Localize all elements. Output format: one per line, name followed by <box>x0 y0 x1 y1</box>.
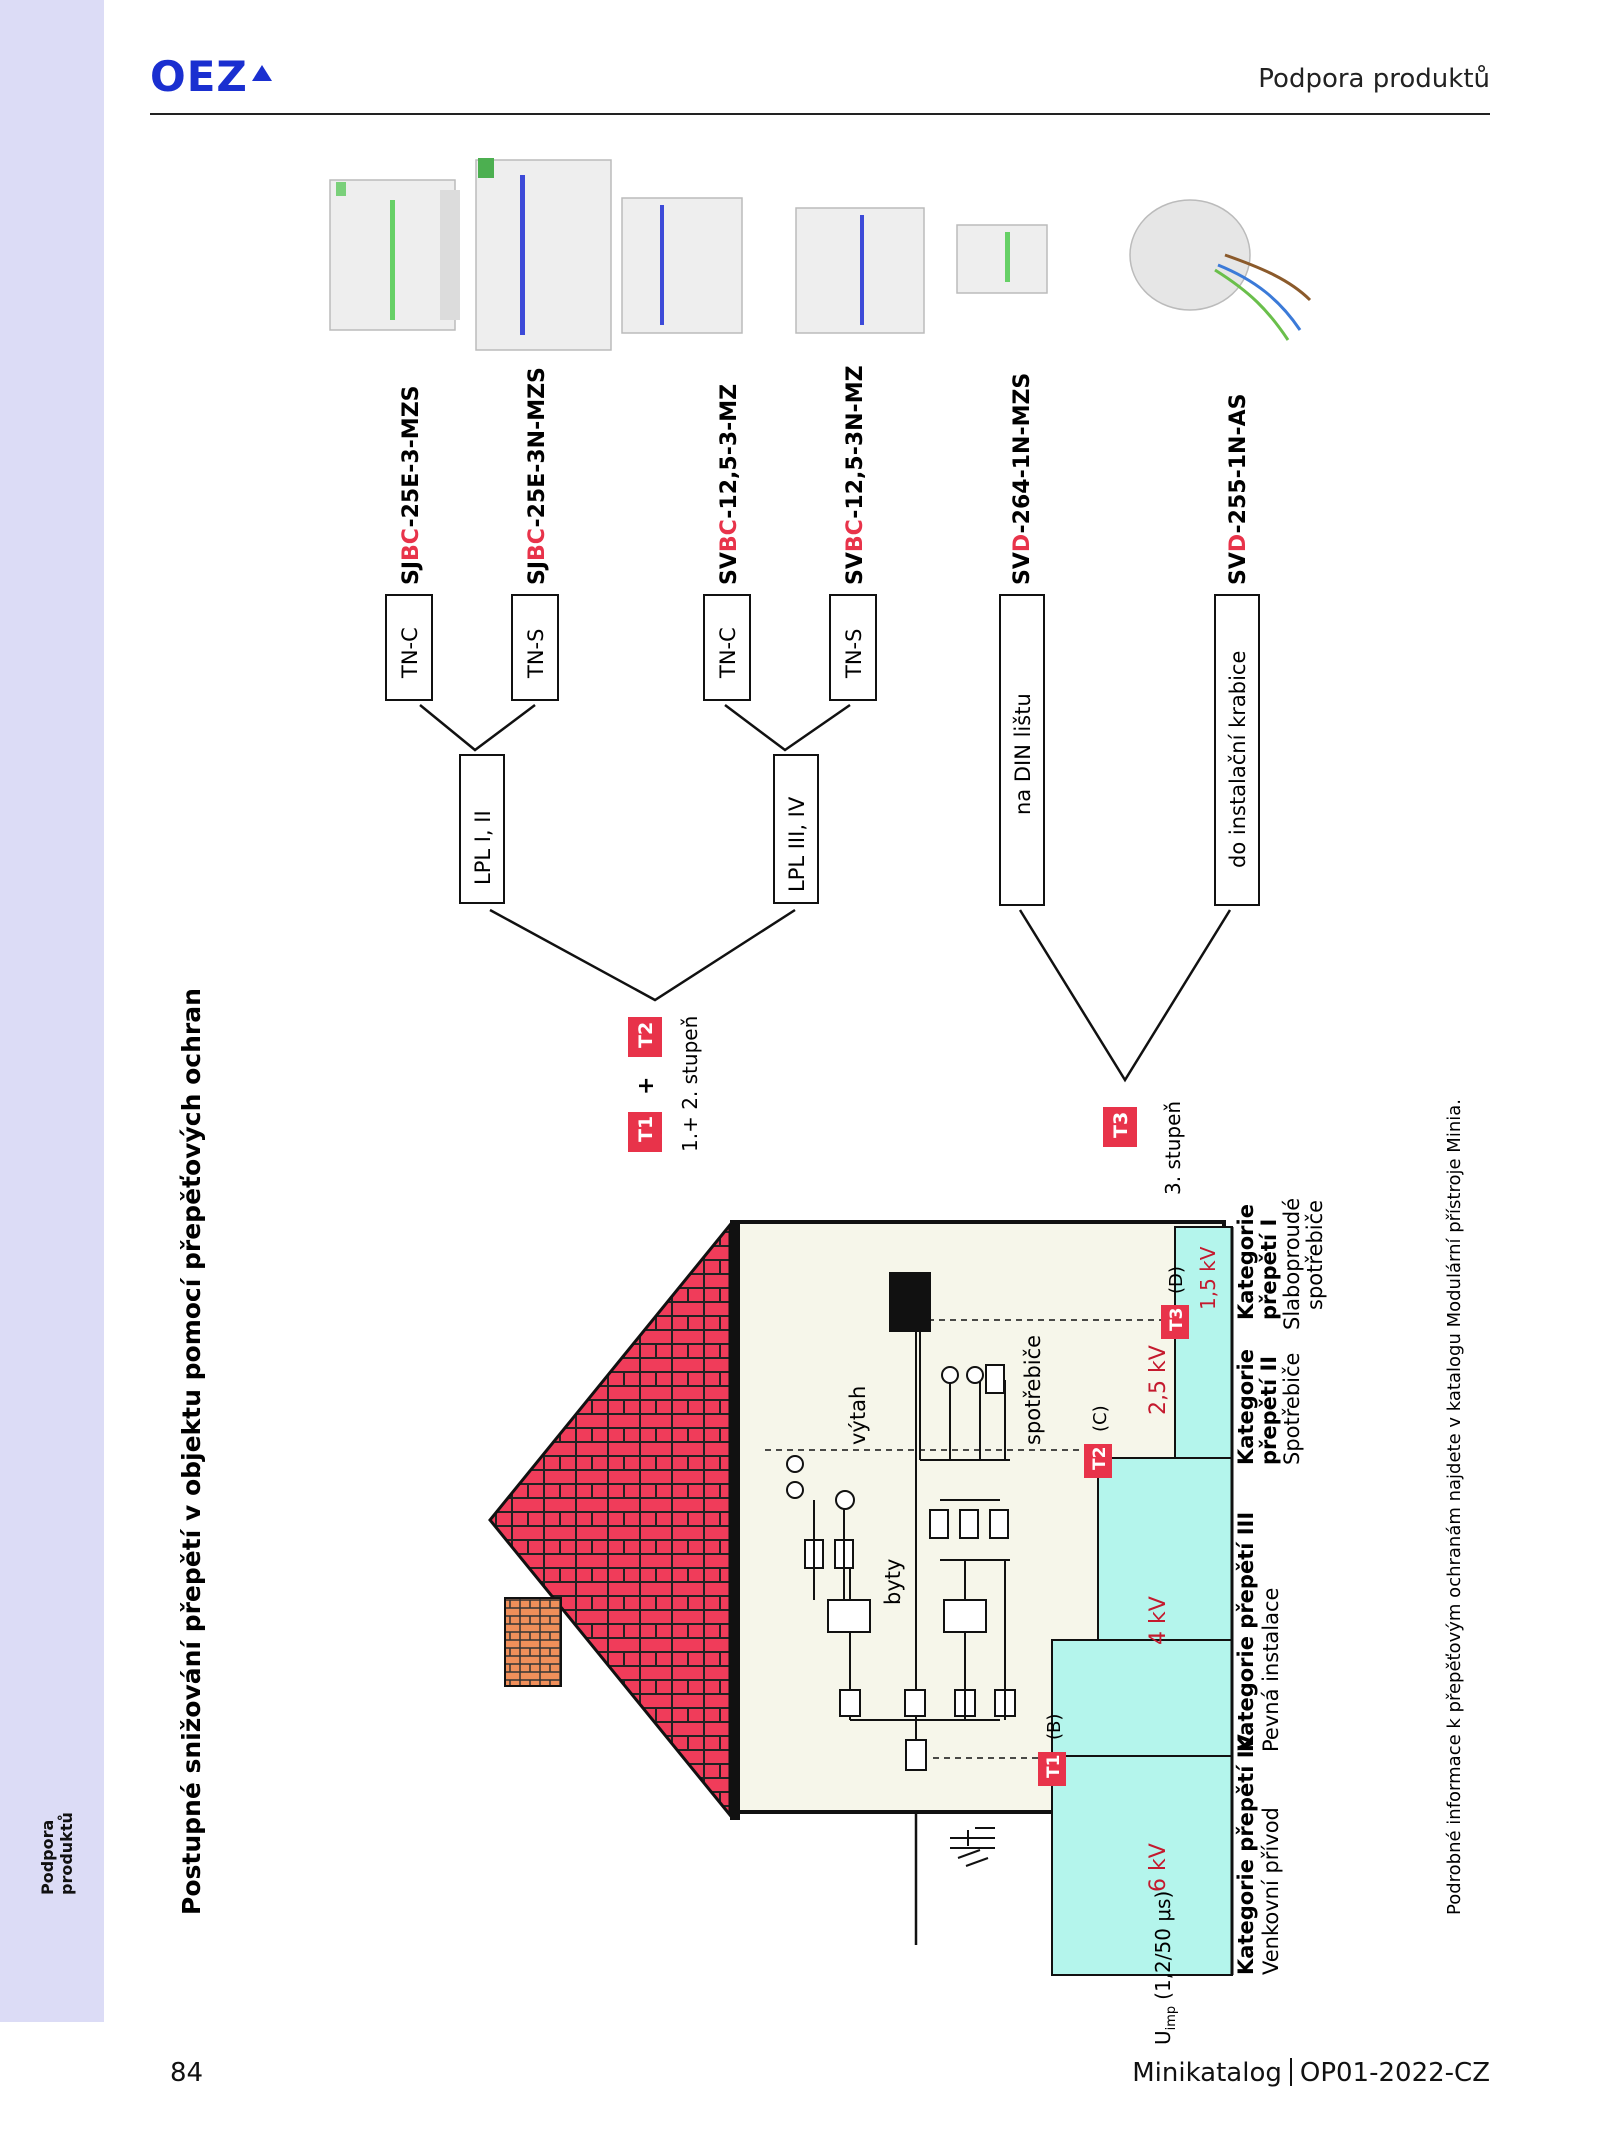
footer-catalog-code: OP01-2022-CZ <box>1299 2058 1490 2088</box>
net-box-2 <box>511 594 559 701</box>
category-iv-name: Kategorie přepětí IV <box>1234 1733 1258 1975</box>
chimney <box>504 1597 562 1687</box>
voltage-2-5kv: 2,5 kV <box>1146 1345 1171 1415</box>
t1-t2-group: T1 + T2 1.+ 2. stupeň <box>628 1016 702 1152</box>
footer-catalog-name: Minikatalog <box>1132 2058 1282 2088</box>
category-ii-desc: Spotřebiče <box>1280 1353 1304 1465</box>
category-i-desc2: spotřebiče <box>1303 1200 1327 1310</box>
product-2: SJBC-25E-3N-MZS <box>525 367 550 585</box>
label-flats: byty <box>881 1559 905 1605</box>
net-label-3: TN-C <box>716 627 740 679</box>
mount-box-box <box>1214 594 1260 906</box>
label-appliances: spotřebiče <box>1021 1335 1045 1445</box>
group1-caption: 1.+ 2. stupeň <box>678 1016 702 1152</box>
header-title: Podpora produktů <box>1258 64 1490 94</box>
product-image-5 <box>956 224 1048 294</box>
category-iv-desc: Venkovní přívod <box>1259 1807 1283 1975</box>
group1-badge-b: T2 <box>635 1022 657 1048</box>
lpl-label-2: LPL III, IV <box>785 796 809 892</box>
page-number: 84 <box>170 2058 204 2088</box>
category-iii-name: Kategorie přepětí III <box>1234 1512 1258 1752</box>
group2-badge: T3 <box>1110 1112 1132 1138</box>
group2-caption: 3. stupeň <box>1161 1101 1185 1195</box>
product-1: SJBC-25E-3-MZS <box>399 386 424 586</box>
logo-text: OEZ <box>150 52 248 101</box>
lpl-label-1: LPL I, II <box>471 810 495 885</box>
net-box-4 <box>829 594 877 701</box>
category-ii-name1: Kategorie <box>1234 1349 1258 1465</box>
group1-plus: + <box>634 1077 659 1095</box>
net-label-4: TN-S <box>842 629 866 679</box>
product-image-6 <box>1129 199 1312 341</box>
t3-class: (D) <box>1166 1266 1187 1294</box>
lpl-box-1 <box>459 754 505 904</box>
category-ii: Kategorie přepětí II Spotřebiče <box>1234 1349 1304 1465</box>
product-3: SVBC-12,5-3-MZ <box>717 384 742 585</box>
footer-separator <box>1289 2058 1292 2086</box>
uimp-axis: Uimp (1,2/50 μs) <box>1151 1891 1179 2045</box>
t2-class: (C) <box>1090 1405 1111 1432</box>
group1-badge-a: T1 <box>635 1116 657 1142</box>
mount-box-din <box>999 594 1045 906</box>
axis-symbol: U <box>1151 2030 1175 2045</box>
earth-icon <box>950 1827 995 1867</box>
t1-point-text: T1 <box>1044 1755 1064 1778</box>
product-image-1 <box>329 179 460 331</box>
mount-label-din: na DIN lištu <box>1011 693 1035 815</box>
t3-group: T3 3. stupeň <box>1103 1101 1185 1195</box>
header-divider <box>150 113 1490 115</box>
roof <box>488 1220 732 1820</box>
lpl-box-2 <box>773 754 819 904</box>
t2-point-text: T2 <box>1090 1447 1110 1470</box>
product-4: SVBC-12,5-3N-MZ <box>843 365 868 585</box>
net-label-1: TN-C <box>398 627 422 679</box>
product-image-3 <box>621 197 743 334</box>
category-i: Kategorie přepětí I Slaboproudé spotřebi… <box>1234 1198 1327 1330</box>
sidebar-strip <box>0 0 104 2022</box>
logo-triangle-icon <box>251 65 272 81</box>
net-box-1 <box>385 594 433 701</box>
t3-point-badge: T3 <box>1161 1305 1189 1339</box>
category-iv: Kategorie přepětí IV Venkovní přívod <box>1234 1733 1283 1975</box>
net-label-2: TN-S <box>524 629 548 679</box>
product-image-4 <box>795 207 925 334</box>
tree-connectors <box>419 703 1232 1083</box>
t3-point-text: T3 <box>1167 1308 1187 1331</box>
mount-label-box: do instalační krabice <box>1226 651 1250 868</box>
label-elevator: výtah <box>846 1386 870 1445</box>
footnote: Podrobné informace k přepěťovým ochranám… <box>1444 1099 1465 1915</box>
net-box-3 <box>703 594 751 701</box>
voltage-1-5kv: 1,5 kV <box>1196 1246 1220 1310</box>
product-image-2 <box>475 158 612 351</box>
footer-catalog: Minikatalog OP01-2022-CZ <box>1132 2058 1490 2088</box>
t1-point-badge: T1 <box>1038 1752 1066 1786</box>
axis-unit: (1,2/50 μs) <box>1151 1891 1175 2000</box>
t1-class: (B) <box>1044 1714 1065 1740</box>
t2-point-badge: T2 <box>1084 1444 1112 1478</box>
product-5: SVD-264-1N-MZS <box>1010 373 1035 585</box>
product-6: SVD-255-1N-AS <box>1226 394 1251 585</box>
wiring-schematic <box>786 1272 1016 1771</box>
voltage-zones <box>1051 1226 1233 1976</box>
axis-label: Uimp (1,2/50 μs) <box>1151 1891 1179 2045</box>
category-ii-name2: přepětí II <box>1257 1356 1281 1465</box>
voltage-4kv: 4 kV <box>1146 1596 1171 1645</box>
voltage-6kv: 6 kV <box>1146 1843 1171 1892</box>
category-i-name2: přepětí I <box>1257 1219 1281 1320</box>
axis-subscript: imp <box>1164 2006 1179 2031</box>
section-title: Postupné snižování přepětí v objektu pom… <box>177 988 206 1915</box>
oez-logo: OEZ <box>150 52 272 101</box>
category-i-name1: Kategorie <box>1234 1204 1258 1320</box>
category-iii-desc: Pevná instalace <box>1259 1588 1283 1752</box>
category-i-desc1: Slaboproudé <box>1280 1198 1304 1330</box>
category-iii: Kategorie přepětí III Pevná instalace <box>1234 1512 1283 1752</box>
